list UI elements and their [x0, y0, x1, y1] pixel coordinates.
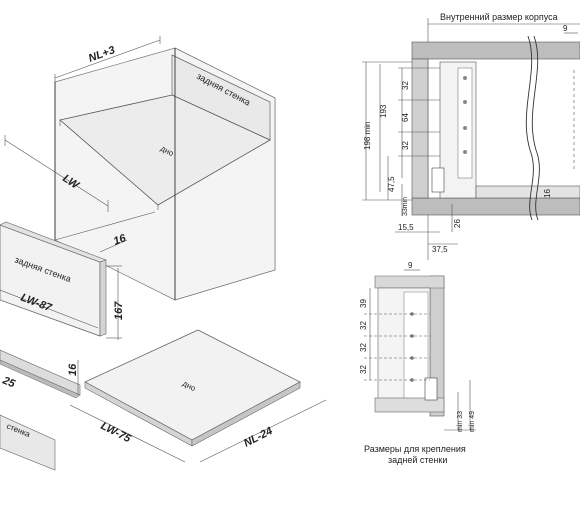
section-d32b: 32 [401, 141, 410, 150]
section-d15-5: 15,5 [398, 223, 414, 232]
back-panel-iso: задняя стенка 16 LW-87 167 [0, 221, 128, 340]
rail-lower [0, 414, 56, 471]
section-d47-5: 47,5 [387, 176, 396, 192]
bottom-depth: NL-24 [242, 425, 275, 450]
section-d26: 26 [453, 219, 462, 228]
rear-d32c: 32 [359, 365, 368, 374]
drawer-bottom-iso [59, 94, 271, 206]
section-d9: 9 [563, 24, 568, 33]
section-bottom-panel [475, 185, 580, 199]
back-panel-height: 167 [113, 301, 125, 320]
section-d193: 193 [379, 104, 388, 118]
section-d64: 64 [401, 113, 410, 122]
rear-mount-view: 9 39 32 32 32 min 33 min 49 Размеры для … [359, 261, 476, 465]
rail-dim-label: 25 [0, 374, 18, 390]
section-d32a: 32 [401, 81, 410, 90]
bottom-thickness: 16 [67, 363, 79, 376]
rear-d32a: 32 [359, 321, 368, 330]
rear-d9: 9 [408, 261, 413, 270]
back-panel-thickness: 16 [112, 232, 128, 248]
section-d37-5: 37,5 [432, 245, 448, 254]
rear-d39: 39 [359, 299, 368, 308]
rails-iso: 25 стенка [0, 349, 81, 471]
inner-size-title: Внутренний размер корпуса [440, 12, 558, 22]
section-view: Внутренний размер корпуса 9 198 min [362, 12, 580, 260]
section-d198: 198 min [363, 122, 372, 150]
cabinet-iso: NL+3 LW задняя стенка дно [4, 36, 276, 301]
rear-caption-2: задней стенки [388, 455, 447, 465]
section-d16: 16 [543, 189, 552, 198]
rear-min49: min 49 [469, 411, 476, 432]
rear-caption-1: Размеры для крепления [364, 444, 466, 454]
rear-min33: min 33 [457, 411, 464, 432]
top-rail [411, 41, 580, 60]
bottom-width: LW-75 [99, 420, 134, 446]
bottom-panel-iso: дно 16 LW-75 NL-24 [67, 329, 327, 463]
bottom-rail [411, 197, 580, 216]
nl-plus-3-label: NL+3 [87, 44, 117, 65]
cabinet-wall [411, 58, 429, 199]
section-d33min: 33min [402, 197, 409, 216]
rear-d32b: 32 [359, 343, 368, 352]
